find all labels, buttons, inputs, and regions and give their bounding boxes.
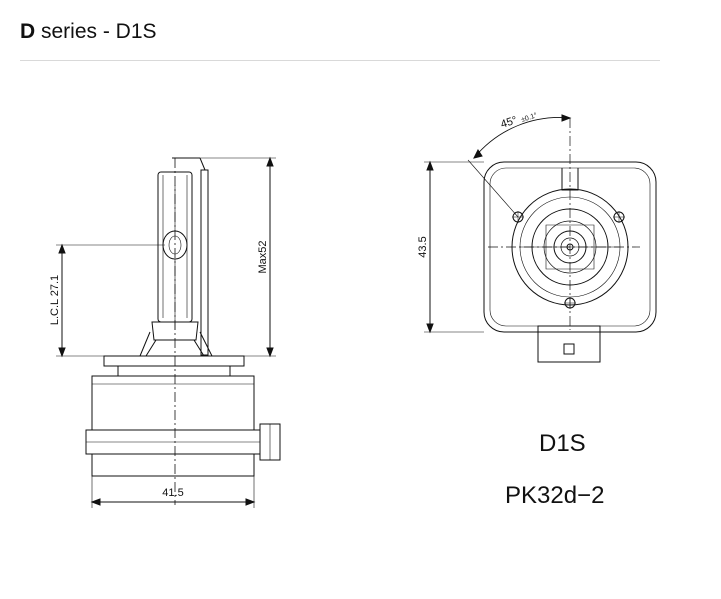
height-dimension-text: Max52 — [257, 240, 269, 273]
angle-dimension-text: 45° — [499, 114, 519, 131]
page-title-rest: series - D1S — [35, 20, 157, 43]
side-view-drawing — [56, 156, 281, 508]
front-height-dimension-text: 43.5 — [417, 236, 429, 257]
page-title: D series - D1S — [20, 18, 157, 46]
base-type-label: PK32d−2 — [505, 482, 605, 509]
title-divider — [20, 60, 660, 61]
lcl-dimension-text: L.C.L 27.1 — [49, 275, 61, 325]
width-dimension-text: 41.5 — [162, 487, 183, 499]
page-title-series-letter: D — [20, 20, 36, 43]
front-view-drawing — [424, 114, 657, 363]
model-label: D1S — [539, 430, 586, 457]
